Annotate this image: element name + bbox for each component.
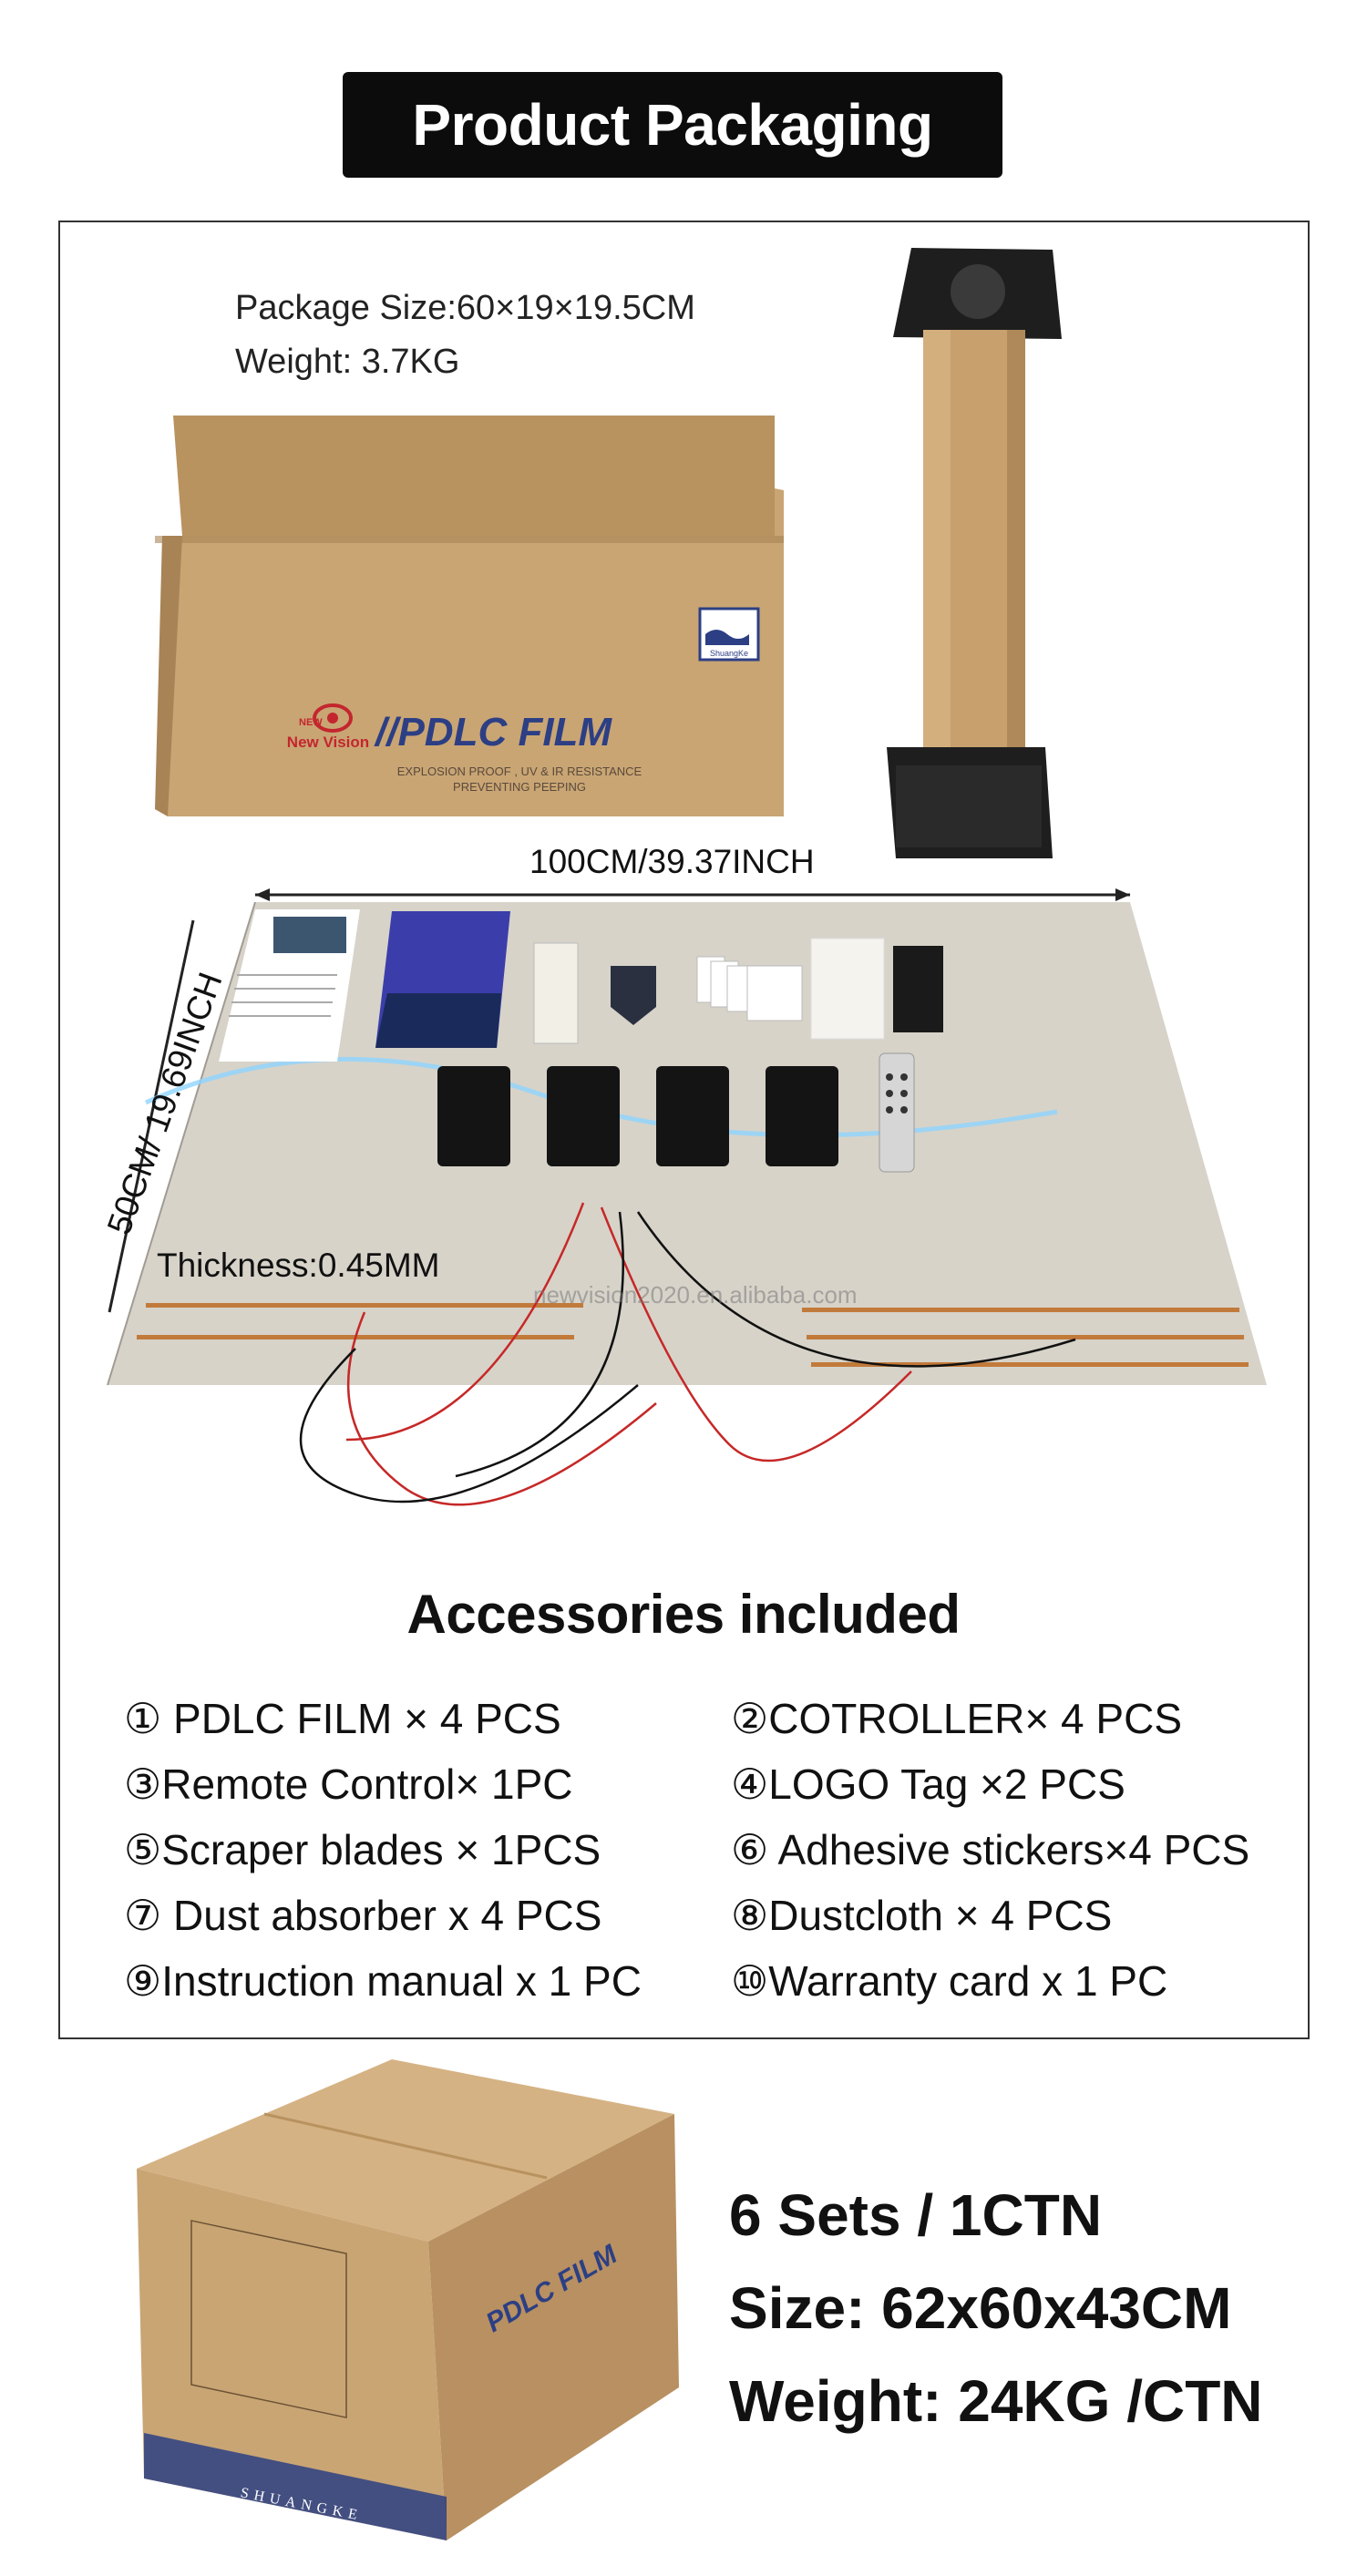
list-item: ⑦ Dust absorber x 4 PCS ⑧Dustcloth × 4 P…: [124, 1892, 1113, 1939]
remote-control: [879, 1052, 915, 1173]
carton-size: Size: 62x60x43CM: [729, 2275, 1232, 2341]
svg-text:ShuangKe: ShuangKe: [710, 649, 748, 658]
film-sheet-image: [107, 888, 1267, 1506]
new-vision-logo: NEW New Vision: [287, 703, 369, 751]
adhesive-stickers: [696, 956, 803, 1021]
shuangke-badge: ShuangKe: [698, 607, 760, 662]
scraper-blade: [893, 946, 943, 1032]
list-item: ③Remote Control× 1PC ④LOGO Tag ×2 PCS: [124, 1760, 1125, 1808]
shipping-box-image: ShuangKe NEW New Vision //PDLC FILM EXPL…: [155, 416, 784, 816]
box-product-name: //PDLC FILM: [374, 710, 612, 754]
warranty-card: [375, 911, 510, 1048]
accessories-title: Accessories included: [406, 1584, 961, 1645]
svg-text:EXPLOSION PROOF , UV & IR RESI: EXPLOSION PROOF , UV & IR RESISTANCE: [397, 765, 642, 778]
carton-sets: 6 Sets / 1CTN: [729, 2182, 1103, 2248]
film-tube-image: [887, 248, 1062, 858]
accessories-list: ① PDLC FILM × 4 PCS ②COTROLLER× 4 PCS ③R…: [124, 1686, 1290, 2014]
dust-absorber: [533, 942, 579, 1044]
logo-tag: [611, 966, 656, 1025]
page-title: Product Packaging: [343, 72, 1002, 178]
lead-wires: [299, 1202, 1076, 1506]
list-item: ⑨Instruction manual x 1 PC ⑩Warranty car…: [124, 1957, 1168, 2005]
controllers: [437, 1066, 838, 1166]
carton-info: 6 Sets / 1CTN Size: 62x60x43CM Weight: 2…: [729, 2169, 1263, 2448]
thickness-label: Thickness:0.45MM: [157, 1247, 440, 1284]
svg-text:New Vision: New Vision: [287, 734, 369, 751]
list-item: ⑤Scraper blades × 1PCS ⑥ Adhesive sticke…: [124, 1826, 1250, 1873]
watermark: newvision2020.en.alibaba.com: [533, 1281, 858, 1309]
package-info: Package Size:60×19×19.5CM Weight: 3.7KG: [235, 282, 695, 389]
svg-text:NEW: NEW: [299, 717, 323, 728]
package-size: Package Size:60×19×19.5CM: [235, 289, 695, 327]
dustcloth: [810, 938, 885, 1040]
film-width-label: 100CM/39.37INCH: [529, 843, 815, 880]
package-weight: Weight: 3.7KG: [235, 343, 460, 381]
carton-image: SHUANGKE PDLC FILM: [137, 2059, 679, 2540]
svg-text:PREVENTING PEEPING: PREVENTING PEEPING: [453, 780, 586, 794]
instruction-manual: [219, 909, 360, 1062]
list-item: ① PDLC FILM × 4 PCS ②COTROLLER× 4 PCS: [124, 1695, 1182, 1742]
packaging-frame: [58, 221, 1310, 2039]
carton-weight: Weight: 24KG /CTN: [729, 2368, 1263, 2434]
